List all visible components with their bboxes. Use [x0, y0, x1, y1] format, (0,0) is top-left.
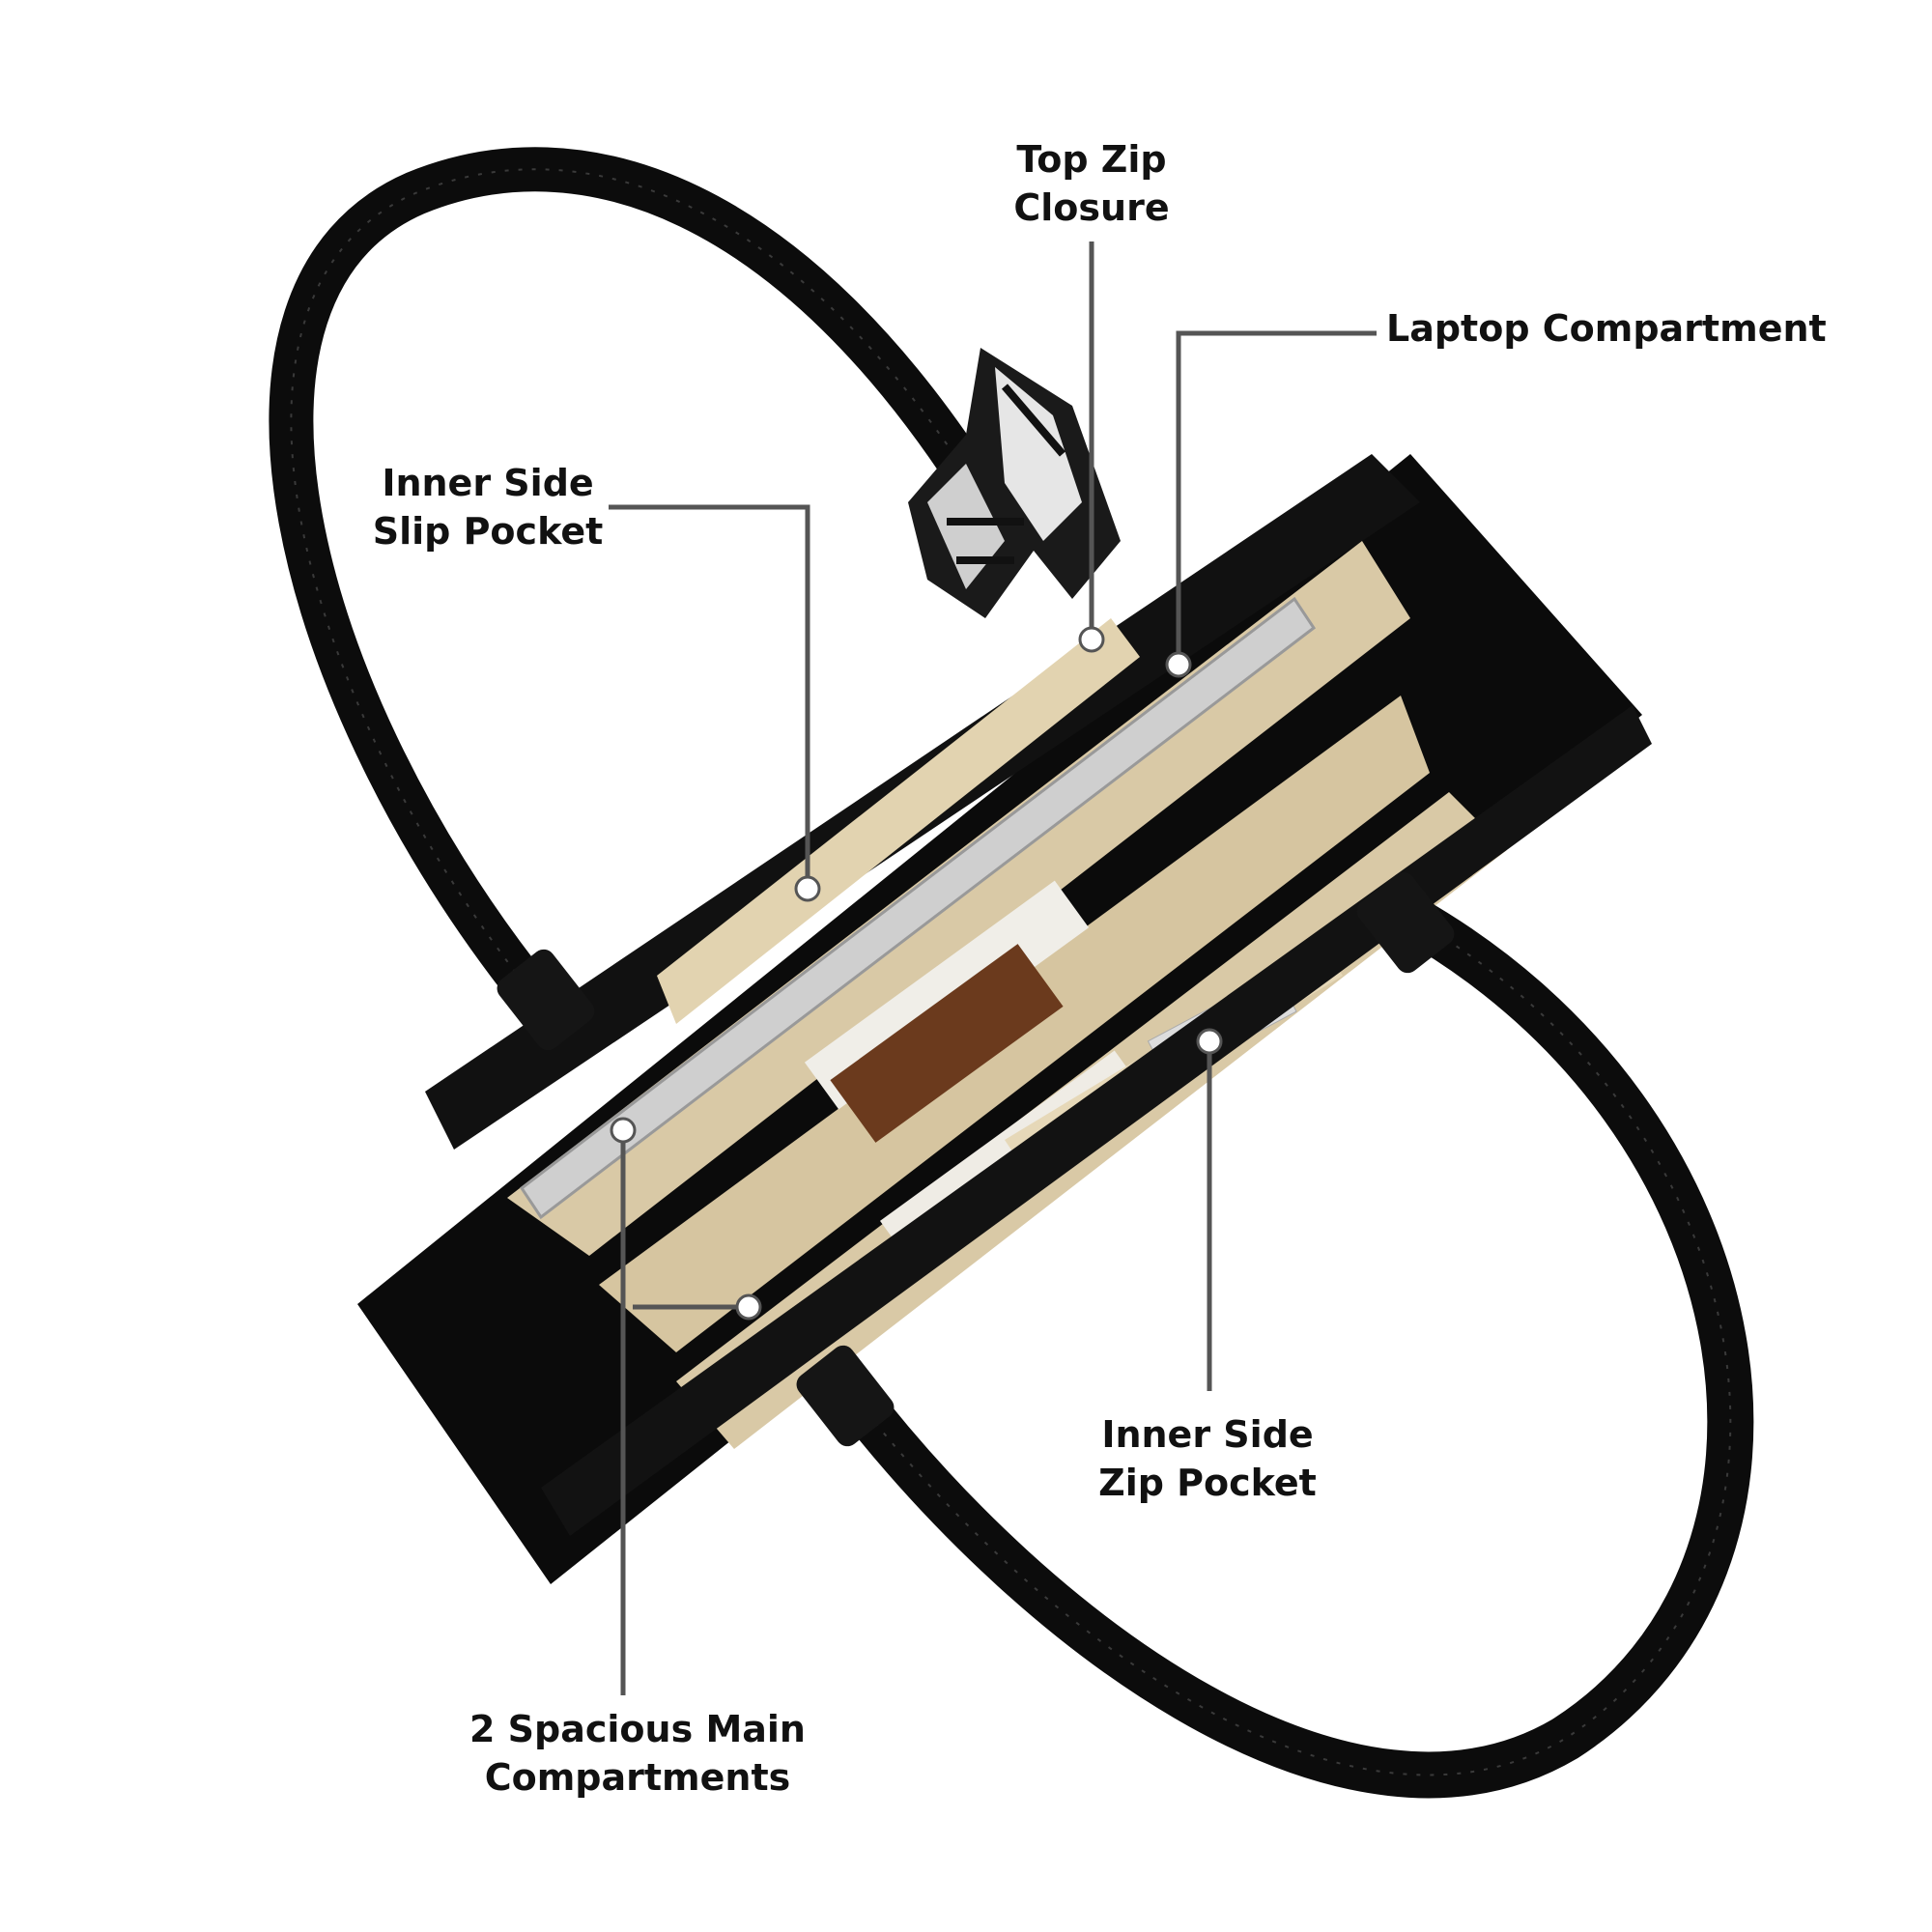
right-handle-stitch: [849, 917, 1732, 1776]
right-handle-tab: [1356, 871, 1455, 974]
front-handle-tab: [796, 1345, 895, 1447]
wallet: [830, 944, 1064, 1143]
leader-laptop: [1176, 330, 1377, 662]
slip-pocket-lining: [657, 618, 1140, 1024]
callout-dots: [610, 626, 1223, 1321]
label-main-line1: 2 Spacious Main: [469, 1708, 806, 1750]
dot-top-zip: [1078, 626, 1105, 653]
label-top-zip-line1: Top Zip: [1016, 138, 1167, 181]
laptop: [519, 596, 1317, 1220]
label-laptop-line1: Laptop Compartment: [1386, 307, 1827, 350]
leader-main: [620, 1130, 753, 1695]
left-handle: [269, 147, 1008, 1027]
label-top-zip-closure: Top Zip Closure: [985, 135, 1198, 232]
label-inner-side-zip-pocket: Inner Side Zip Pocket: [1077, 1410, 1338, 1507]
label-top-zip-line2: Closure: [1013, 186, 1170, 229]
label-slip-line1: Inner Side: [382, 462, 594, 504]
leader-slip-pocket: [609, 504, 810, 889]
leader-lines: [609, 242, 1377, 1695]
left-handle-stitch: [290, 168, 986, 1006]
label-inner-side-slip-pocket: Inner Side Slip Pocket: [357, 459, 618, 555]
label-zip-pocket-line2: Zip Pocket: [1098, 1462, 1317, 1504]
label-laptop-compartment: Laptop Compartment: [1386, 304, 1898, 353]
label-main-compartments: 2 Spacious Main Compartments: [425, 1705, 850, 1802]
dot-slip-pocket: [794, 875, 821, 902]
left-handle-tab: [497, 949, 595, 1051]
label-main-line2: Compartments: [484, 1756, 791, 1799]
scarf: [908, 348, 1121, 618]
label-slip-line2: Slip Pocket: [372, 510, 604, 553]
dot-zip-pocket: [1196, 1028, 1223, 1055]
dot-laptop: [1165, 651, 1192, 678]
dot-main-1: [610, 1117, 637, 1144]
dot-main-2: [735, 1293, 762, 1321]
label-zip-pocket-line1: Inner Side: [1101, 1413, 1314, 1456]
